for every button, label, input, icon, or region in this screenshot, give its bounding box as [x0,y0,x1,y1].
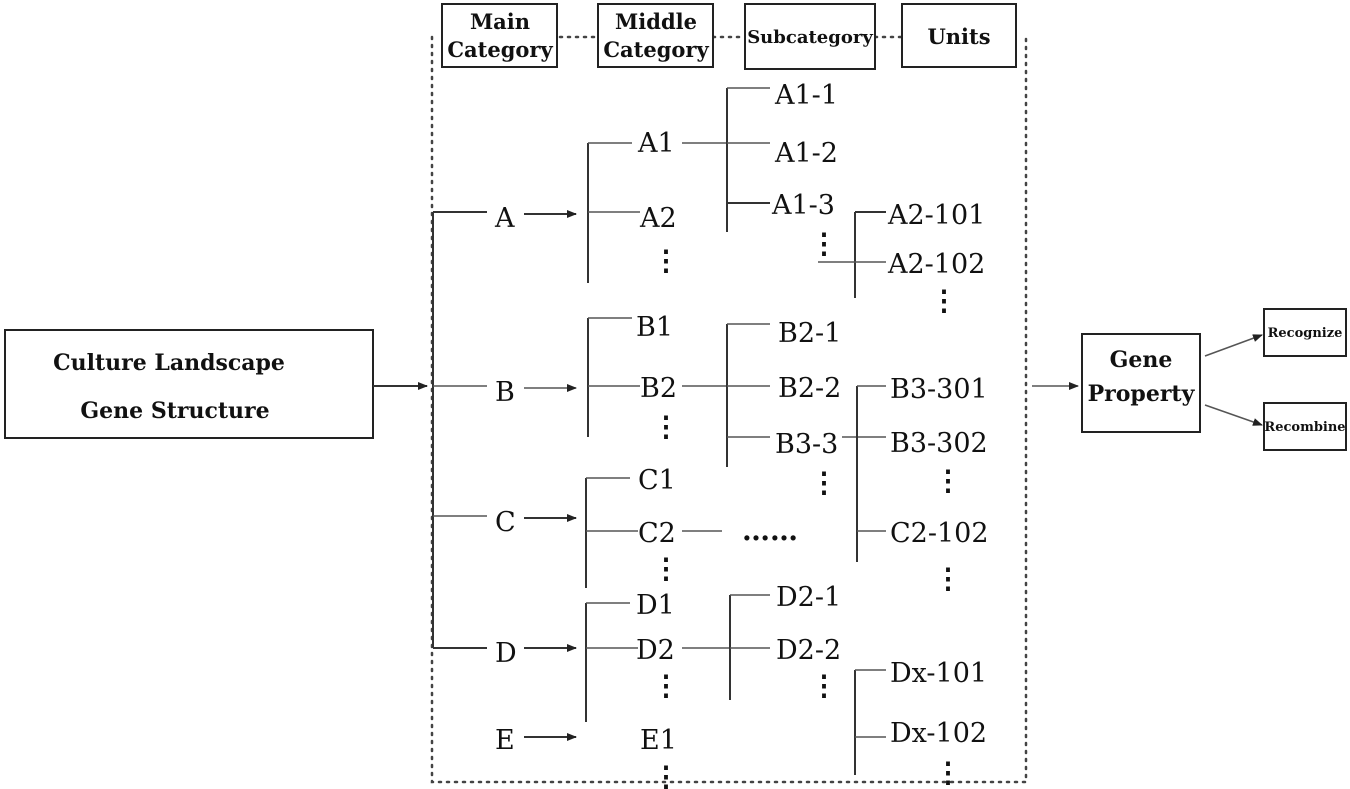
middle-category-header-line1: Middle [615,9,697,34]
bracket-d2 [682,594,770,700]
middle-d-ellipsis: ⋮ [652,669,680,702]
unit-a2-101: A2-101 [887,200,985,231]
subcategory-header-label: Subcategory [747,27,873,48]
unit-a2-102: A2-102 [887,249,985,280]
sub-c-ellipsis: …… [742,514,798,547]
property-line2: Property [1088,381,1196,407]
middle-a-ellipsis: ⋮ [652,244,680,277]
unit-c2-102: C2-102 [890,518,989,549]
middle-category-header: Middle Category [597,3,714,68]
middle-d1: D1 [636,590,675,621]
sub-d-ellipsis: ⋮ [810,669,838,702]
bracket-d [585,602,638,722]
recombine-box: Recombine [1263,402,1347,451]
unit-dx-101: Dx-101 [890,658,987,689]
sub-a1-2: A1-2 [774,138,838,169]
main-category-c: C [495,507,516,538]
culture-landscape-box: Culture Landscape Gene Structure [4,329,374,439]
sub-d2-2: D2-2 [776,635,841,666]
main-category-a: A [494,203,515,234]
main-category-b: B [495,377,515,408]
main-category-header: Main Category [441,3,558,68]
unit-b-ellipsis: ⋮ [934,464,962,497]
bracket-units-b [842,385,886,562]
bracket-a1 [682,87,770,232]
main-category-header-line2: Category [447,37,553,62]
unit-dx-102: Dx-102 [890,718,987,749]
sub-d2-1: D2-1 [776,582,841,613]
middle-b-ellipsis: ⋮ [652,410,680,443]
main-to-middle-arrows [524,210,577,741]
recombine-arrow [1204,404,1263,426]
middle-a2: A2 [639,203,677,234]
bracket-b2 [682,323,770,467]
units-header: Units [901,3,1017,68]
main-category-header-line1: Main [470,9,530,34]
middle-c-ellipsis: ⋮ [652,552,680,585]
recognize-label: Recognize [1268,326,1343,341]
source-line2: Gene Structure [80,398,269,424]
sub-b2-2: B2-2 [778,373,841,404]
gene-property-box: Gene Property [1081,333,1201,433]
middle-c2: C2 [638,518,676,549]
main-branches [433,211,487,649]
middle-category-header-line2: Category [603,37,709,62]
middle-c1: C1 [638,465,676,496]
dotted-frame [430,35,1028,784]
sub-a1-3: A1-3 [771,190,835,221]
middle-e-ellipsis: ⋮ [652,760,680,789]
main-category-e: E [495,725,515,756]
bracket-c [585,477,638,588]
sub-a1-1: A1-1 [774,80,838,111]
property-line1: Gene [1110,347,1173,373]
unit-b3-301: B3-301 [890,374,988,405]
units-header-label: Units [927,24,990,49]
sub-b-ellipsis: ⋮ [810,466,838,499]
recognize-box: Recognize [1263,308,1347,357]
sub-a-ellipsis: ⋮ [810,227,838,260]
main-category-d: D [495,638,517,669]
unit-b3-302: B3-302 [890,428,988,459]
middle-e1: E1 [640,725,677,756]
subcategory-header: Subcategory [744,3,876,70]
recombine-label: Recombine [1264,420,1345,435]
sub-b3-3: B3-3 [775,429,838,460]
middle-b2: B2 [640,373,677,404]
bracket-a [587,142,640,283]
bracket-units-d [854,669,886,775]
middle-b1: B1 [636,312,673,343]
unit-d-ellipsis: ⋮ [934,756,962,789]
middle-d2: D2 [636,635,675,666]
bracket-b [587,317,640,437]
unit-a-ellipsis: ⋮ [930,284,958,317]
sub-b2-1: B2-1 [778,318,841,349]
middle-a1: A1 [637,128,675,159]
unit-c-ellipsis: ⋮ [934,562,962,595]
source-line1: Culture Landscape [53,350,285,376]
recognize-arrow [1204,334,1263,357]
bracket-units-a [818,211,886,298]
